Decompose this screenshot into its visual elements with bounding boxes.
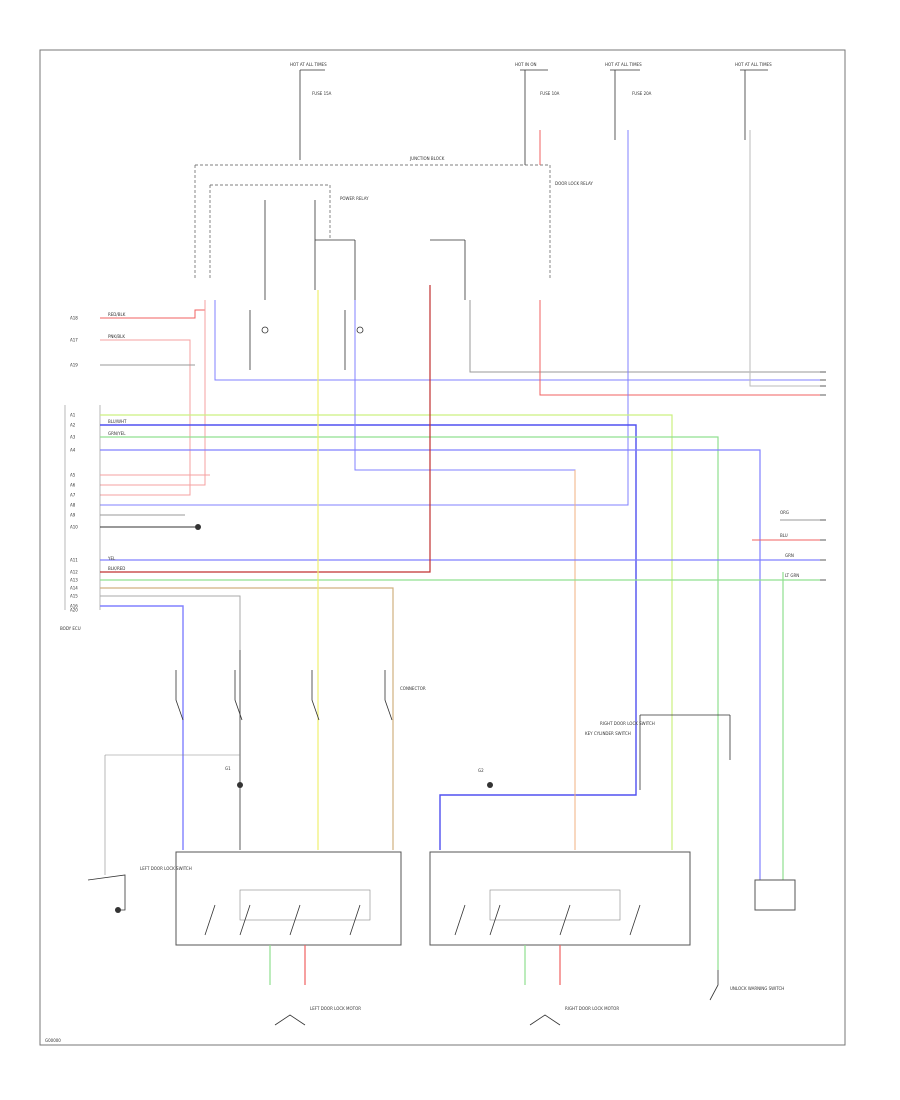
relay-internals: [249, 200, 466, 370]
junction-block-outline: [194, 164, 551, 280]
junction-block-label: JUNCTION BLOCK: [409, 156, 445, 161]
ecu-pin-label: A4: [70, 448, 76, 453]
motors: LEFT DOOR LOCK MOTOR RIGHT DOOR LOCK MOT…: [269, 945, 619, 1026]
wire-tag: GRN: [785, 553, 794, 558]
wire-blue-top: [214, 300, 820, 381]
relay-outline: [209, 184, 331, 280]
left-door-switch: LEFT DOOR LOCK SWITCH: [140, 851, 402, 946]
ecu-pin-label: A16: [70, 604, 78, 609]
right-switch-label: RIGHT DOOR LOCK SWITCH: [600, 721, 655, 726]
fuse-label-2: FUSE 10A: [540, 91, 560, 96]
diagram-frame: [39, 49, 846, 1046]
hot-label-right2: HOT AT ALL TIMES: [735, 62, 772, 67]
ecu-pin-label: A8: [70, 503, 76, 508]
ecu-pin-label: A15: [70, 594, 78, 599]
key-cylinder-switch: KEY CYLINDER SWITCH: [585, 714, 731, 790]
hot-label-mid: HOT IN ON: [515, 62, 536, 67]
wire-pink-1: [100, 339, 191, 496]
wire-green-1: [100, 436, 719, 970]
body-ecu-label: BODY ECU: [60, 626, 81, 631]
wire-blue-3: [100, 449, 761, 880]
body-ecu-connector: BODY ECU: [60, 405, 101, 631]
ecu-pin-label: A1: [70, 413, 76, 418]
left-switch-label: LEFT DOOR LOCK SWITCH: [140, 866, 192, 871]
wire-darkred: [100, 285, 431, 573]
top-power-feeds: HOT AT ALL TIMES HOT IN ON HOT AT ALL TI…: [290, 62, 772, 165]
ground-label-mid: G2: [478, 768, 484, 773]
hot-label-left: HOT AT ALL TIMES: [290, 62, 327, 67]
wire-blue-vertical: [100, 130, 629, 506]
ecu-pin-label: A18: [70, 316, 78, 321]
ecu-pin-label: A9: [70, 513, 76, 518]
fuse-label-3: FUSE 20A: [632, 91, 652, 96]
connector-label: CONNECTOR: [400, 686, 426, 691]
right-door-switch: RIGHT DOOR LOCK SWITCH: [429, 721, 691, 946]
ecu-pin-label: A19: [70, 363, 78, 368]
wire-tag: GRN/YEL: [108, 431, 126, 436]
wire-pink-2: [100, 300, 206, 486]
wire-tag: BLU/WHT: [108, 419, 127, 424]
wire-blue-6: [100, 605, 184, 850]
ecu-pin-label: A5: [70, 473, 76, 478]
wire-gray-3: [749, 130, 820, 387]
ecu-pin-label: A6: [70, 483, 76, 488]
left-module: [87, 874, 126, 913]
wire-gray-2: [469, 300, 820, 373]
footer-code: G00000: [45, 1038, 61, 1043]
ecu-pin-label: A11: [70, 558, 78, 563]
ecu-pin-label: A17: [70, 338, 78, 343]
wire-tan: [100, 587, 394, 850]
relay-label-2: DOOR LOCK RELAY: [555, 181, 593, 186]
right-motor-label: RIGHT DOOR LOCK MOTOR: [565, 1006, 619, 1011]
wire-red-2: [539, 300, 820, 396]
wire-gray-4: [100, 595, 241, 650]
upper-wires: [100, 130, 820, 506]
wire-tag: BLK/RED: [108, 566, 125, 571]
wire-lime-1: [100, 414, 673, 850]
wire-tag: ORG: [780, 510, 789, 515]
hot-label-right1: HOT AT ALL TIMES: [605, 62, 642, 67]
unlock-sw-label: UNLOCK WARNING SWITCH: [730, 986, 784, 991]
wire-tag: YEL: [107, 556, 116, 561]
wire-tag: LT GRN: [785, 573, 799, 578]
relay-label-1: POWER RELAY: [340, 196, 369, 201]
wire-red-1: [100, 309, 205, 319]
ground-dot-ecu: [195, 524, 201, 530]
switch-column: G1 G2 CONNECTOR: [104, 650, 493, 875]
wire-tag: PNK/BLK: [108, 334, 125, 339]
ecu-pin-label: A13: [70, 578, 78, 583]
ground-label-left: G1: [225, 766, 231, 771]
wire-tag: BLU: [780, 533, 788, 538]
ecu-pin-label: A10: [70, 525, 78, 530]
ecu-pin-label: A20: [70, 608, 78, 613]
ecu-pin-label: A14: [70, 586, 78, 591]
wire-lightblue-4: [354, 300, 576, 850]
key-cyl-label: KEY CYLINDER SWITCH: [585, 731, 631, 736]
right-terminals: [820, 371, 826, 581]
left-motor-label: LEFT DOOR LOCK MOTOR: [310, 1006, 361, 1011]
ecu-pin-label: A2: [70, 423, 76, 428]
wire-tag: RED/BLK: [108, 312, 126, 317]
fuse-label-1: FUSE 15A: [312, 91, 332, 96]
unlock-warning-switch: UNLOCK WARNING SWITCH: [709, 879, 796, 1001]
ecu-wires: [100, 285, 820, 970]
ecu-pin-label: A12: [70, 570, 78, 575]
ecu-pin-label: A3: [70, 435, 76, 440]
wire-blue-2: [100, 424, 637, 850]
ecu-pin-label: A7: [70, 493, 76, 498]
